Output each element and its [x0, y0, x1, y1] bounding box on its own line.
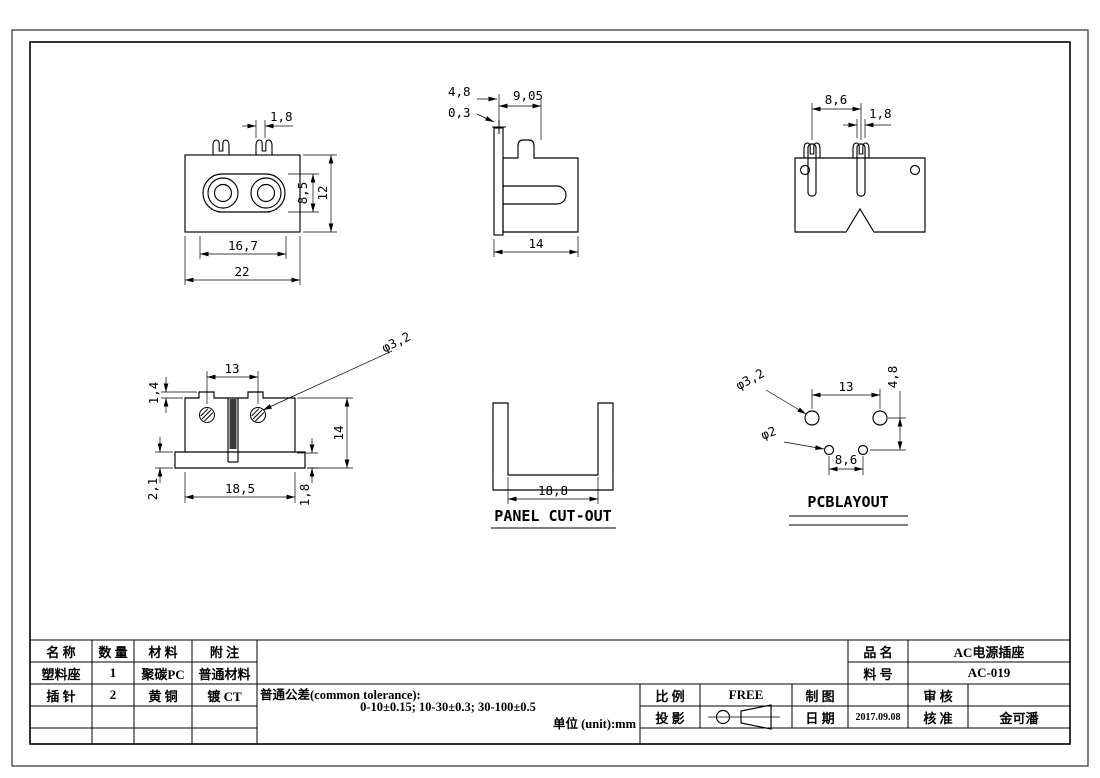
outer-border	[11, 29, 1089, 767]
dim-label: 13	[838, 379, 853, 394]
mount-hole	[872, 410, 888, 426]
header-note: 附 注	[209, 644, 240, 660]
screw-hole-icon	[199, 407, 215, 423]
row-name: 塑料座	[41, 666, 81, 682]
dim-label: 2,1	[145, 478, 160, 501]
side-view: 4,8 0,3 9,05 14	[448, 84, 579, 257]
tolerance-line-3: 单位 (unit):mm	[553, 716, 636, 731]
approver-value: 金可潘	[999, 710, 1039, 726]
part-no-value: AC-019	[967, 665, 1011, 680]
dim-label: 14	[528, 236, 543, 251]
dim-label: 0,3	[448, 105, 471, 120]
panel-cutout-view: 18,8 PANEL CUT-OUT	[491, 402, 616, 529]
inner-border	[29, 41, 1071, 745]
dim-label: 8,6	[835, 452, 858, 467]
top-view: 13 1,4 2,1 18,5 1,8 14 φ3,2	[145, 329, 413, 507]
tolerance-line-1: 普通公差(common tolerance):	[260, 687, 421, 702]
row-name: 插 针	[46, 688, 76, 704]
reviewer-value	[968, 684, 1070, 706]
header-qty: 数 量	[98, 644, 128, 660]
projection-label: 投 影	[655, 710, 685, 726]
dim-label: 16,7	[228, 238, 258, 253]
drafter-value	[848, 684, 908, 706]
dim-label: 8,5	[295, 182, 310, 205]
row-note: 普通材料	[198, 666, 251, 682]
drafter-label: 制 图	[805, 688, 835, 704]
approver-label: 核 准	[923, 710, 953, 726]
dim-label: 1,4	[146, 382, 161, 405]
projection-symbol-icon	[708, 704, 780, 730]
panel-cutout-label: PANEL CUT-OUT	[494, 507, 611, 525]
dim-label: 4,8	[448, 84, 471, 99]
dim-label: 14	[331, 425, 346, 440]
mount-clip-icon	[255, 139, 273, 156]
product-name-value: AC电源插座	[953, 644, 1025, 660]
reviewer-label: 审 核	[923, 688, 953, 704]
pcb-layout-label: PCBLAYOUT	[807, 493, 888, 511]
dim-label: φ3,2	[379, 329, 413, 356]
part-no-label: 料 号	[863, 666, 893, 682]
row-note: 镀 CT	[207, 688, 242, 704]
product-name-label: 品 名	[863, 644, 893, 660]
scale-value: FREE	[728, 687, 764, 702]
pin	[807, 143, 817, 197]
tolerance-line-2: 0-10±0.15; 10-30±0.3; 30-100±0.5	[360, 699, 536, 714]
dim-label: 4,8	[885, 366, 900, 389]
row-qty: 2	[109, 687, 117, 702]
dim-label: 1,8	[297, 484, 312, 507]
header-name: 名 称	[46, 644, 76, 660]
dim-label: φ2	[759, 423, 778, 442]
row-qty: 1	[109, 665, 117, 680]
dim-label: φ3,2	[733, 365, 767, 392]
mount-hole	[804, 410, 820, 426]
rear-view: 8,6 1,8	[794, 92, 926, 233]
dim-label: 18,8	[538, 483, 568, 498]
front-view: 1,8 8,5 12 16,7 22	[184, 109, 337, 285]
dim-label: 22	[234, 264, 249, 279]
date-label: 日 期	[805, 710, 835, 726]
mount-clip-icon	[803, 142, 821, 159]
title-block-grid	[30, 639, 1070, 744]
row-material: 聚碳PC	[141, 666, 185, 682]
pin-hole	[823, 444, 835, 456]
pin-hole	[857, 444, 869, 456]
dim-label: 13	[224, 361, 239, 376]
scale-label: 比 例	[655, 688, 685, 704]
mount-clip-icon	[212, 139, 230, 156]
dim-label: 1,8	[270, 109, 293, 124]
center-slot	[229, 399, 237, 449]
pcb-layout-view: 13 4,8 8,6 φ3,2 φ2 PCBLAYOUT	[733, 365, 908, 526]
mount-clip-icon	[852, 142, 870, 159]
dim-label: 9,05	[513, 88, 543, 103]
dim-label: 1,8	[869, 106, 892, 121]
dim-label: 8,6	[825, 92, 848, 107]
date-value: 2017.09.08	[855, 711, 901, 723]
header-material: 材 料	[148, 644, 178, 660]
dim-label: 12	[315, 185, 330, 200]
pin	[856, 143, 866, 197]
dim-label: 18,5	[225, 481, 255, 496]
row-material: 黄 铜	[148, 688, 178, 704]
